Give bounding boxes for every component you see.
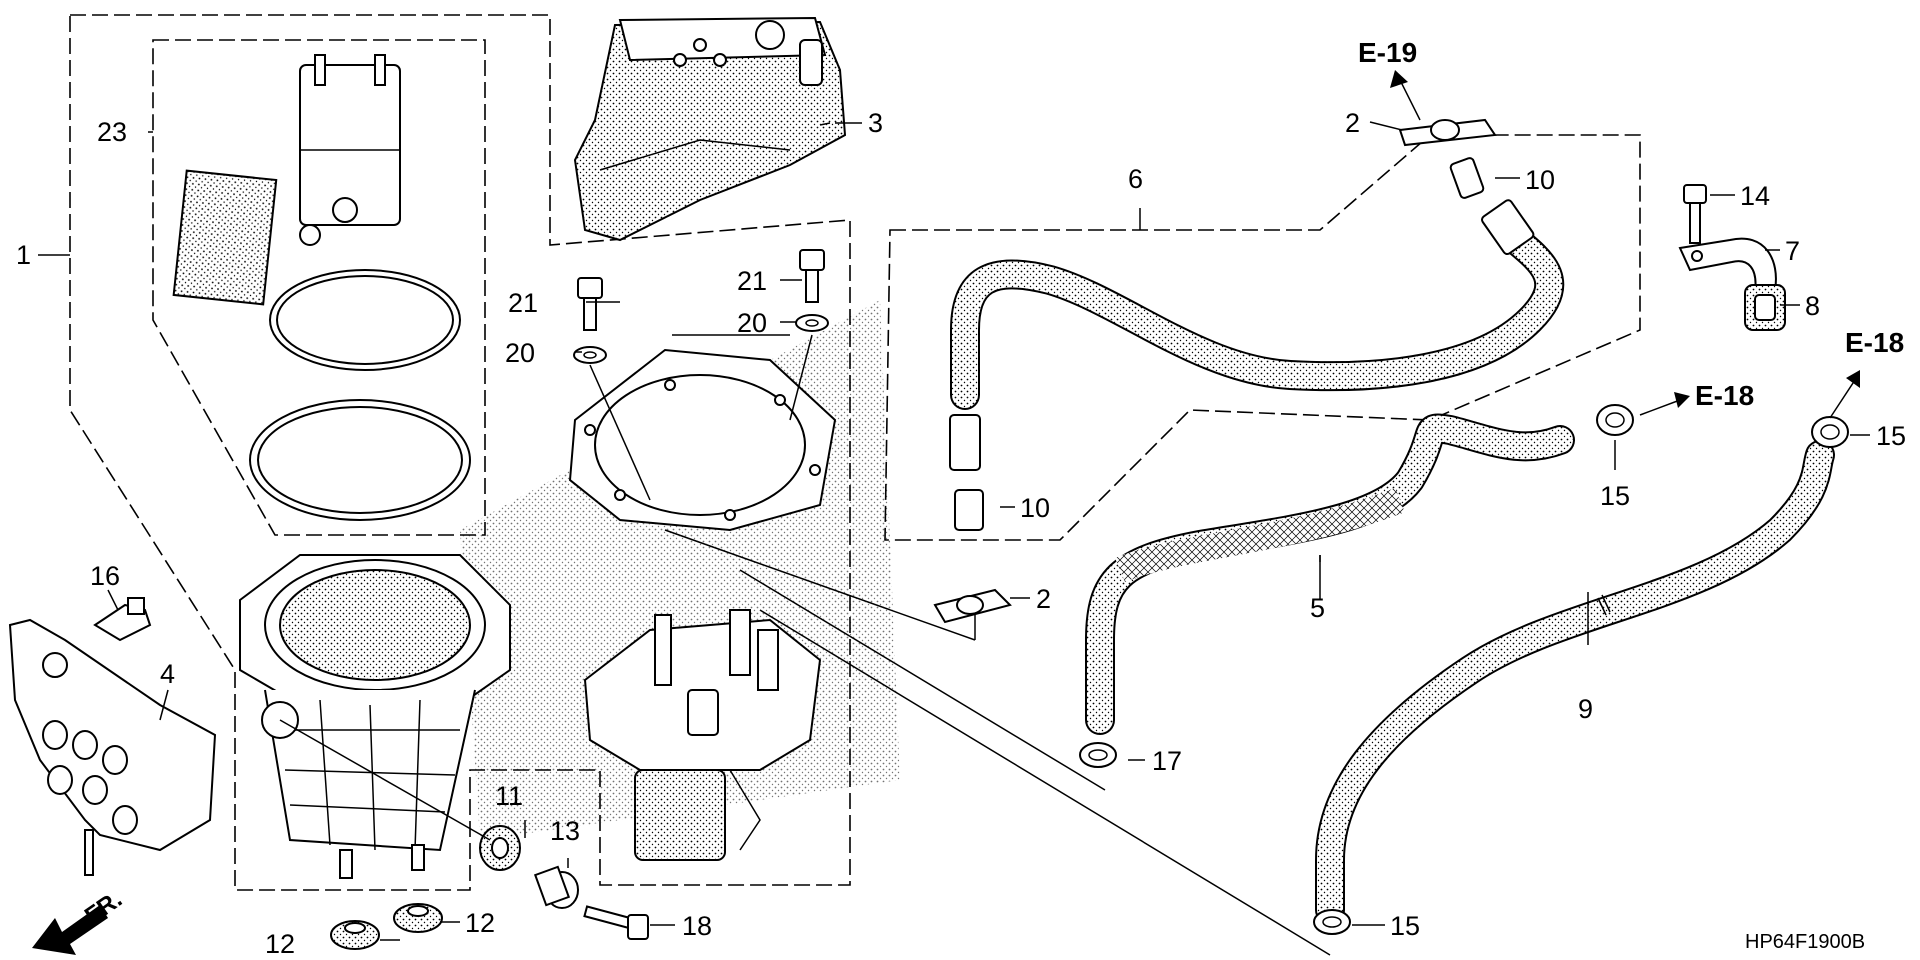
fuel-hose-part-9: [1315, 440, 1835, 925]
bolt-part-21-left: [577, 277, 603, 331]
washer-part-20-left: [573, 346, 607, 364]
callout-5: 5: [1310, 593, 1325, 623]
fuel-pump-module: [583, 609, 822, 861]
diagram-code: HP64F1900B: [1745, 931, 1865, 953]
grommet-part-8: [1744, 284, 1786, 331]
callout-6: 6: [1128, 164, 1143, 194]
ref-arrow-e18-mid: [1639, 392, 1690, 416]
callout-1: 1: [16, 240, 31, 270]
hose-clamp-part-15-right: [1811, 416, 1849, 448]
callout-2-top: 2: [1345, 108, 1360, 138]
callout-18: 18: [682, 911, 712, 941]
callout-11: 11: [495, 781, 523, 811]
ref-label-e18-mid: E-18: [1695, 380, 1754, 411]
callout-labels: 1 23 3 4 16 21 20 21 20 6 2 10 10 2 5 9 …: [16, 108, 1906, 959]
callout-14: 14: [1740, 181, 1770, 211]
hose-clamp-part-15-bottom: [1313, 909, 1351, 935]
ref-label-e19: E-19: [1358, 37, 1417, 68]
clamp-part-2-bottom: [933, 588, 1012, 624]
bolt-part-14: [1683, 184, 1707, 244]
hose-assembly-outline-6: [884, 134, 1641, 541]
kit-outline-23: [152, 39, 486, 536]
grommet-part-11: [479, 825, 521, 871]
callout-3: 3: [868, 108, 883, 138]
callout-16: 16: [90, 561, 120, 591]
pump-cover-part-3: [573, 16, 847, 242]
callout-20-right: 20: [737, 308, 767, 338]
reference-labels: E-19 E-18 E-18: [1358, 37, 1904, 411]
connector-part-10-top: [1449, 157, 1485, 199]
callout-8: 8: [1805, 291, 1820, 321]
hose-clamp-part-17: [1079, 742, 1117, 768]
ref-arrow-e18-right: [1829, 370, 1860, 419]
front-direction-arrow: FR.: [32, 886, 127, 955]
bolt-part-21-right: [799, 249, 825, 303]
callout-21-right: 21: [737, 266, 767, 296]
callout-4: 4: [160, 659, 175, 689]
assembly-outline-1: [69, 14, 851, 891]
callout-9: 9: [1578, 694, 1593, 724]
callout-15-right: 15: [1876, 421, 1906, 451]
leader-lines: [38, 121, 1870, 956]
callout-10-top: 10: [1525, 165, 1555, 195]
washer-part-20-right: [795, 314, 829, 332]
callout-13: 13: [550, 816, 580, 846]
ref-arrow-e19: [1390, 70, 1421, 121]
ref-label-e18-right: E-18: [1845, 327, 1904, 358]
clamp-bracket-part-7: [1678, 237, 1777, 294]
clip-part-16: [93, 597, 152, 642]
callout-12-right: 12: [465, 908, 495, 938]
fuel-hose-part-6: [949, 199, 1565, 471]
gasket-plate: [568, 348, 837, 532]
hose-clamp-part-15-mid: [1596, 404, 1634, 436]
clamp-part-2-top: [1398, 118, 1497, 147]
callout-20-left: 20: [505, 338, 535, 368]
callout-23: 23: [97, 117, 127, 147]
bracket-part-4: [8, 618, 217, 876]
callout-12-left: 12: [265, 929, 295, 959]
grommet-part-12-right: [393, 903, 443, 933]
callout-10-bottom: 10: [1020, 493, 1050, 523]
fuel-hose-part-5: [1085, 413, 1575, 735]
connector-part-10-bottom: [954, 489, 984, 531]
grommet-part-12-left: [330, 920, 380, 950]
callout-17: 17: [1152, 746, 1182, 776]
callout-2-bottom: 2: [1036, 584, 1051, 614]
collar-part-13: [533, 865, 579, 909]
callout-21-left: 21: [508, 288, 538, 318]
callout-15-bottom: 15: [1390, 911, 1420, 941]
callout-7: 7: [1785, 236, 1800, 266]
bolt-part-18: [583, 905, 649, 940]
callout-15-mid: 15: [1600, 481, 1630, 511]
pump-filter-holder-part-23: [172, 54, 471, 521]
